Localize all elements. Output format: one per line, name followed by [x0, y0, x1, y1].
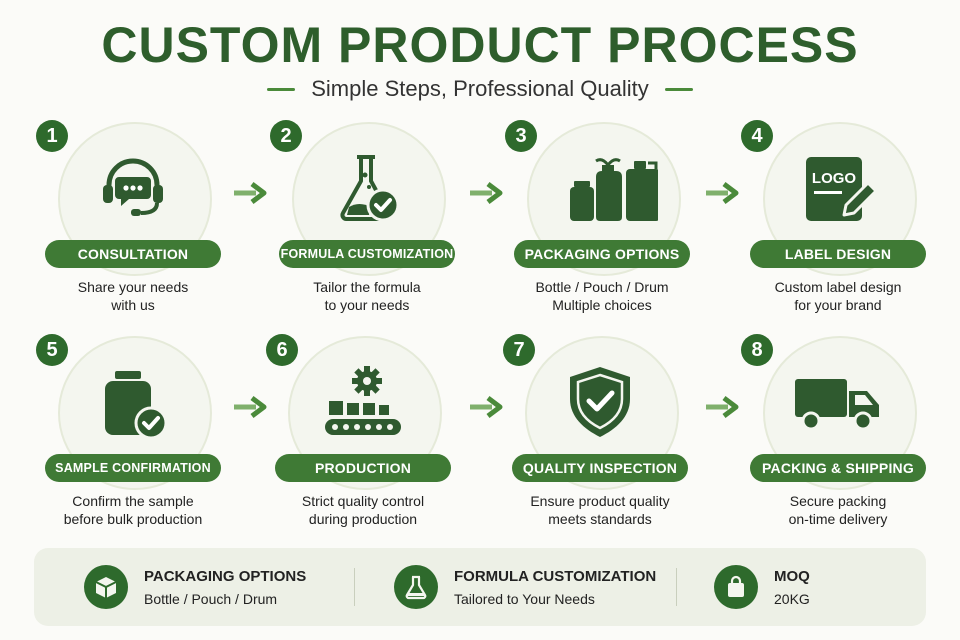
- feature-packaging-options: PACKAGING OPTIONS Bottle / Pouch / Drum: [84, 548, 306, 626]
- step-number: 1: [36, 120, 68, 152]
- subtitle-row: Simple Steps, Professional Quality: [0, 76, 960, 102]
- conveyor-gear-icon: [325, 366, 401, 435]
- step-number: 5: [36, 334, 68, 366]
- arrow-right-icon: [470, 396, 503, 418]
- step-number: 3: [505, 120, 537, 152]
- step-number: 8: [741, 334, 773, 366]
- arrow-right-icon: [706, 182, 739, 204]
- feature-title: MOQ: [774, 567, 810, 585]
- step-number: 7: [503, 334, 535, 366]
- step-label: PACKING & SHIPPING: [750, 454, 926, 482]
- step-formula-customization: 2 FORMULA CUSTOMIZATION Tailor the formu…: [267, 120, 467, 322]
- shield-check-icon: [570, 367, 630, 437]
- feature-subtitle: Tailored to Your Needs: [454, 590, 595, 607]
- bottle-check-icon: [105, 371, 168, 440]
- subtitle: Simple Steps, Professional Quality: [311, 76, 649, 101]
- svg-text:LOGO: LOGO: [812, 170, 856, 187]
- step-label: CONSULTATION: [45, 240, 221, 268]
- flask-check-icon: [340, 155, 400, 222]
- features-bar: PACKAGING OPTIONS Bottle / Pouch / Drum …: [34, 548, 926, 626]
- step-number: 6: [266, 334, 298, 366]
- feature-moq: MOQ 20KG: [714, 548, 810, 626]
- divider: [354, 568, 355, 606]
- step-packaging-options: 3 PACKAGING OPTIONS Bottle / Pouch / Dru…: [502, 120, 702, 322]
- logo-pencil-icon: LOGO: [806, 157, 878, 221]
- step-label: LABEL DESIGN: [750, 240, 926, 268]
- arrow-right-icon: [470, 182, 503, 204]
- step-quality-inspection: 7 QUALITY INSPECTION Ensure product qual…: [500, 334, 700, 536]
- step-label: PRODUCTION: [275, 454, 451, 482]
- subtitle-dash-right: [664, 87, 693, 91]
- subtitle-dash-left: [267, 87, 296, 91]
- feature-subtitle: Bottle / Pouch / Drum: [144, 590, 278, 607]
- step-label: QUALITY INSPECTION: [512, 454, 688, 482]
- step-number: 4: [741, 120, 773, 152]
- feature-title: FORMULA CUSTOMIZATION: [454, 567, 657, 585]
- flask-icon: [394, 565, 438, 609]
- headset-chat-icon: [103, 158, 163, 216]
- step-label: PACKAGING OPTIONS: [514, 240, 690, 268]
- arrow-right-icon: [234, 396, 267, 418]
- divider: [676, 568, 677, 606]
- step-number: 2: [270, 120, 302, 152]
- arrow-right-icon: [706, 396, 739, 418]
- feature-title: PACKAGING OPTIONS: [144, 567, 307, 585]
- step-label: SAMPLE CONFIRMATION: [45, 454, 221, 482]
- step-label: FORMULA CUSTOMIZATION: [279, 240, 455, 268]
- feature-subtitle: 20KG: [774, 590, 810, 607]
- box-icon: [84, 565, 128, 609]
- page-title: CUSTOM PRODUCT PROCESS: [101, 17, 859, 73]
- step-sample-confirmation: 5 SAMPLE CONFIRMATION Confirm the sample…: [33, 334, 233, 536]
- feature-formula-customization: FORMULA CUSTOMIZATION Tailored to Your N…: [394, 548, 656, 626]
- containers-icon: [570, 158, 658, 221]
- arrow-right-icon: [234, 182, 267, 204]
- truck-icon: [795, 379, 879, 431]
- bag-icon: [714, 565, 758, 609]
